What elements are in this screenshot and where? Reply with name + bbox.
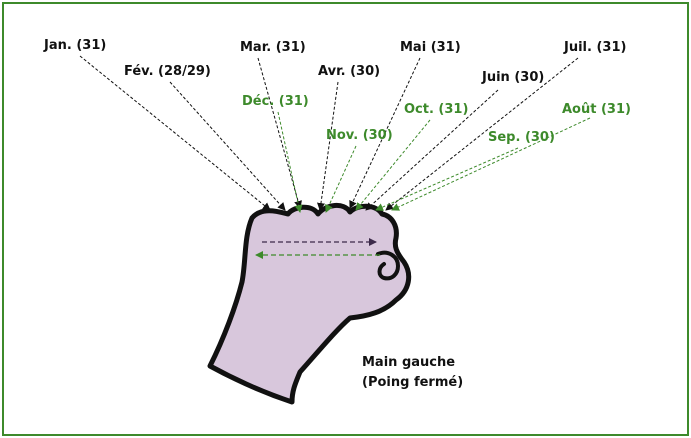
month-label-aout: Août (31) <box>562 102 631 118</box>
leader-avr <box>320 82 338 210</box>
leader-nov <box>326 146 356 212</box>
month-label-fev: Fév. (28/29) <box>124 64 211 80</box>
month-label-juil: Juil. (31) <box>564 40 626 56</box>
caption-line-2: (Poing fermé) <box>362 373 463 393</box>
month-label-dec: Déc. (31) <box>242 94 309 110</box>
month-label-mai: Mai (31) <box>400 40 461 56</box>
month-label-sep: Sep. (30) <box>488 130 555 146</box>
leader-dec <box>278 112 300 212</box>
month-label-nov: Nov. (30) <box>326 128 393 144</box>
hand-caption: Main gauche (Poing fermé) <box>362 353 463 393</box>
caption-line-1: Main gauche <box>362 353 463 373</box>
month-label-avr: Avr. (30) <box>318 64 380 80</box>
month-label-jan: Jan. (31) <box>44 38 106 54</box>
leader-sep <box>376 148 518 210</box>
month-label-oct: Oct. (31) <box>404 102 468 118</box>
month-label-mar: Mar. (31) <box>240 40 306 56</box>
month-label-juin: Juin (30) <box>482 70 544 86</box>
